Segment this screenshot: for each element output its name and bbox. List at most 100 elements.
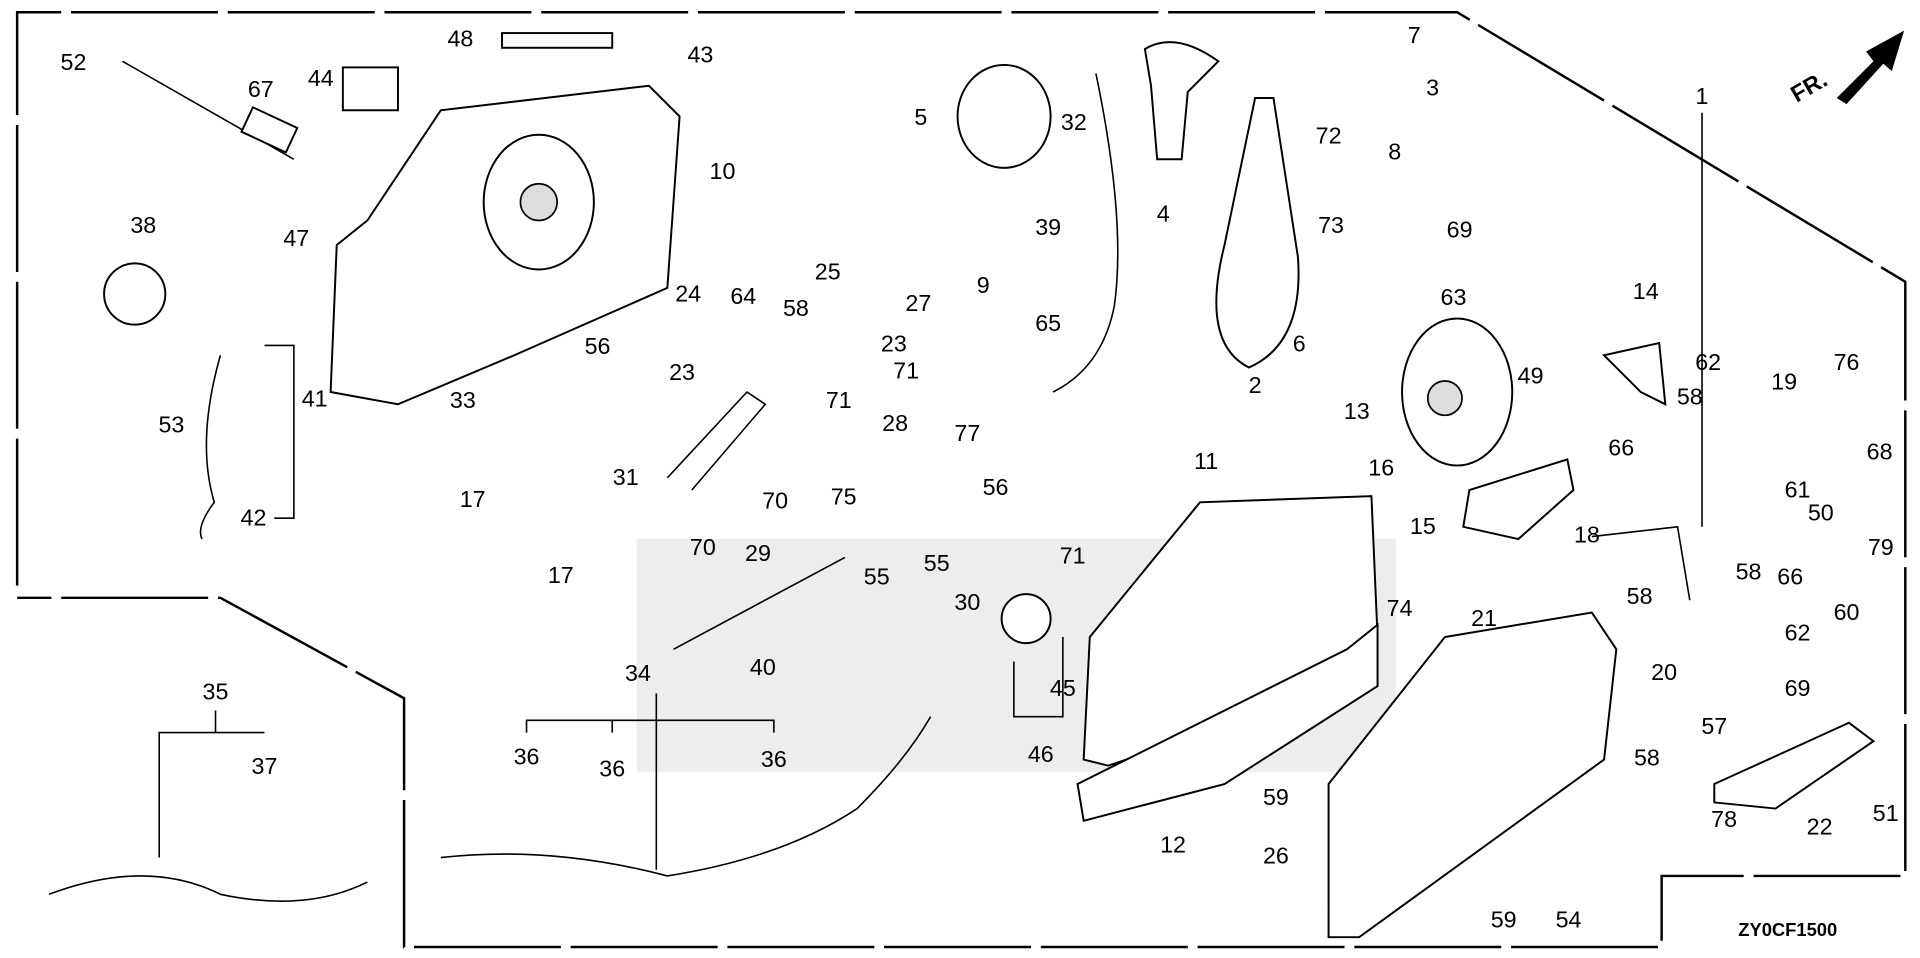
callout-11: 11	[1194, 448, 1218, 474]
callout-58: 58	[1677, 383, 1703, 409]
callout-36: 36	[514, 743, 540, 769]
callout-77: 77	[954, 420, 980, 446]
callout-54: 54	[1556, 906, 1582, 932]
hub-13	[1426, 380, 1463, 417]
callout-66: 66	[1608, 435, 1634, 461]
callout-73: 73	[1318, 212, 1344, 238]
callout-58: 58	[783, 295, 809, 321]
callout-44: 44	[308, 65, 334, 91]
callout-2: 2	[1249, 372, 1262, 398]
callout-22: 22	[1807, 813, 1833, 839]
callout-29: 29	[745, 540, 771, 566]
callout-61: 61	[1785, 476, 1811, 502]
callout-15: 15	[1410, 513, 1436, 539]
callout-1: 1	[1696, 83, 1709, 109]
callout-55: 55	[924, 550, 950, 576]
callout-58: 58	[1736, 558, 1762, 584]
parts-drawings	[48, 32, 1876, 939]
grille-26	[1327, 611, 1618, 939]
callout-69: 69	[1447, 217, 1473, 243]
callout-12: 12	[1160, 832, 1186, 858]
callout-49: 49	[1518, 362, 1544, 388]
callout-42: 42	[241, 505, 267, 531]
callout-24: 24	[675, 280, 701, 306]
callout-17: 17	[460, 486, 486, 512]
callout-27: 27	[905, 290, 931, 316]
callout-23: 23	[881, 331, 907, 357]
callout-45: 45	[1050, 675, 1076, 701]
callout-5: 5	[914, 104, 927, 130]
callout-13: 13	[1344, 398, 1370, 424]
callout-72: 72	[1316, 122, 1342, 148]
callout-50: 50	[1808, 500, 1834, 526]
callout-6: 6	[1293, 331, 1306, 357]
callout-65: 65	[1035, 310, 1061, 336]
callout-21: 21	[1471, 605, 1497, 631]
callout-37: 37	[252, 753, 278, 779]
callout-33: 33	[450, 387, 476, 413]
callout-51: 51	[1873, 800, 1899, 826]
callout-74: 74	[1387, 595, 1413, 621]
callout-71: 71	[826, 387, 852, 413]
callout-56: 56	[983, 474, 1009, 500]
callout-52: 52	[61, 49, 87, 75]
callout-7: 7	[1408, 22, 1421, 48]
callout-32: 32	[1061, 109, 1087, 135]
callout-47: 47	[283, 225, 309, 251]
callout-57: 57	[1701, 713, 1727, 739]
callout-34: 34	[625, 660, 651, 686]
callout-25: 25	[815, 258, 841, 284]
callout-18: 18	[1574, 522, 1600, 548]
callout-56: 56	[585, 333, 611, 359]
callout-40: 40	[750, 654, 776, 680]
callout-3: 3	[1426, 75, 1439, 101]
callout-62: 62	[1695, 349, 1721, 375]
switch-44	[341, 66, 399, 112]
callout-68: 68	[1867, 438, 1893, 464]
ring-5	[956, 63, 1052, 169]
callout-53: 53	[158, 411, 184, 437]
callout-28: 28	[882, 410, 908, 436]
drum-hub	[519, 182, 558, 222]
callout-78: 78	[1711, 806, 1737, 832]
callout-46: 46	[1028, 741, 1054, 767]
callout-10: 10	[710, 158, 736, 184]
callout-43: 43	[687, 41, 713, 67]
callout-55: 55	[864, 563, 890, 589]
callout-41: 41	[302, 386, 328, 412]
callout-71: 71	[893, 358, 919, 384]
callout-76: 76	[1834, 349, 1860, 375]
callout-8: 8	[1388, 138, 1401, 164]
handle-4	[1143, 41, 1220, 161]
callout-69: 69	[1785, 675, 1811, 701]
callout-71: 71	[1060, 543, 1086, 569]
sleeve-67	[240, 105, 299, 154]
callout-31: 31	[613, 464, 639, 490]
callout-58: 58	[1627, 583, 1653, 609]
brackets	[158, 112, 1703, 870]
callout-39: 39	[1035, 214, 1061, 240]
callout-23: 23	[669, 359, 695, 385]
arm-31	[666, 390, 767, 491]
link-18	[1591, 525, 1691, 601]
fr-arrow: FR.	[1786, 30, 1905, 107]
label-48	[501, 32, 614, 49]
callout-59: 59	[1263, 784, 1289, 810]
direction-label: FR.	[1786, 66, 1831, 107]
callout-48: 48	[447, 26, 473, 52]
lever-22	[1713, 721, 1876, 810]
callout-35: 35	[203, 679, 229, 705]
callout-9: 9	[977, 272, 990, 298]
rail-12	[1076, 622, 1379, 823]
diagram-border	[15, 11, 1907, 949]
callout-70: 70	[690, 534, 716, 560]
key-switch-38	[103, 262, 167, 326]
diagram-code: ZY0CF1500	[1738, 919, 1837, 940]
callout-63: 63	[1441, 284, 1467, 310]
pulley-46	[1000, 593, 1052, 645]
callout-58: 58	[1634, 745, 1660, 771]
harness-34	[440, 716, 932, 877]
callout-26: 26	[1263, 843, 1289, 869]
lever-2	[1215, 97, 1300, 369]
